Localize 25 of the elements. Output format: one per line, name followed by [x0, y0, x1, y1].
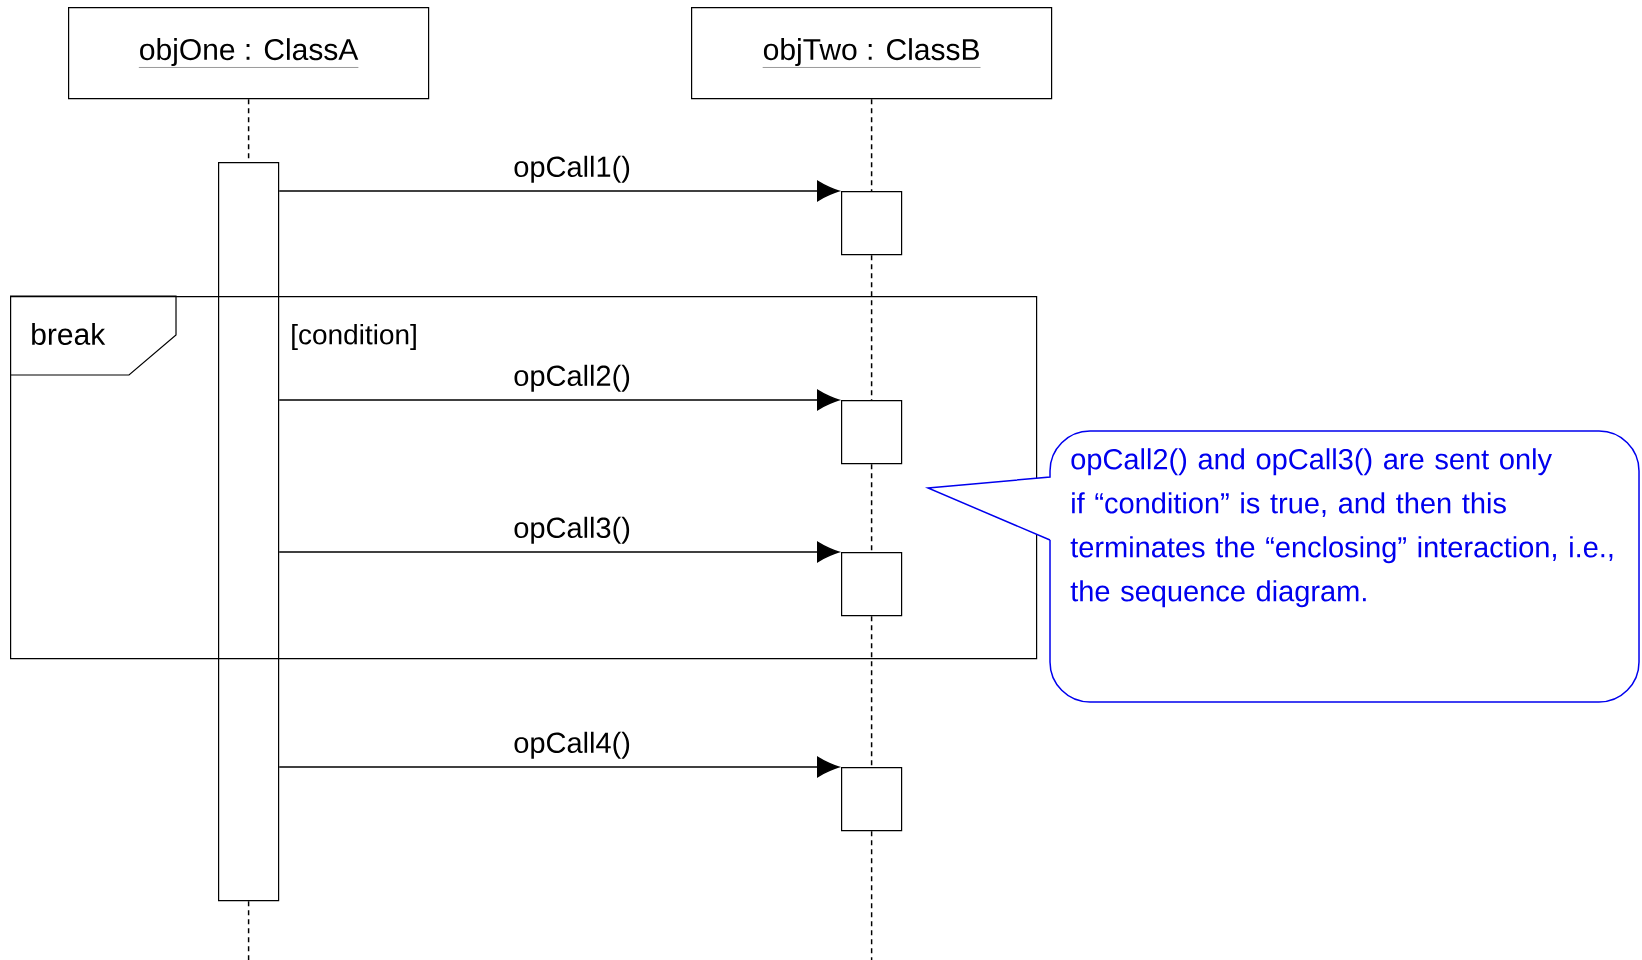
note-callout: opCall2() and opCall3() are sent only if “condition” is true, and then this terminates the “enclosing” interaction, i.e., the sequence diagram.: [927, 430, 1640, 703]
guard-condition: [condition]: [292, 323, 416, 351]
node-label: opCall2() and opCall3() are sent only if “condition” is true, and then this terminates the “enclosing” interaction, i.e., the sequence diagram.: [1070, 448, 1613, 608]
object-box: objOne : ClassA: [68, 7, 430, 100]
lifeline: [870, 254, 873, 401]
message-label: opCall1(): [514, 155, 630, 183]
lifeline: [870, 830, 873, 960]
message-arrow: [278, 180, 840, 202]
message-arrow: [278, 389, 840, 411]
object-box: objTwo : ClassB: [691, 7, 1053, 100]
lifeline: [870, 615, 873, 768]
lifeline: [870, 98, 873, 192]
lifeline: [870, 463, 873, 553]
activation-box: [841, 400, 903, 465]
lifeline: [247, 900, 250, 960]
message-label: opCall3(): [514, 516, 630, 544]
message-label: opCall2(): [514, 364, 630, 392]
activation-box: [841, 552, 903, 617]
message-arrow: [278, 756, 840, 778]
activation-box: [841, 191, 903, 256]
activation-box: [841, 767, 903, 832]
fragment-operator: break: [32, 323, 106, 345]
activation-bar: [218, 162, 280, 902]
message-arrow: [278, 541, 840, 563]
message-label: opCall4(): [514, 731, 630, 759]
